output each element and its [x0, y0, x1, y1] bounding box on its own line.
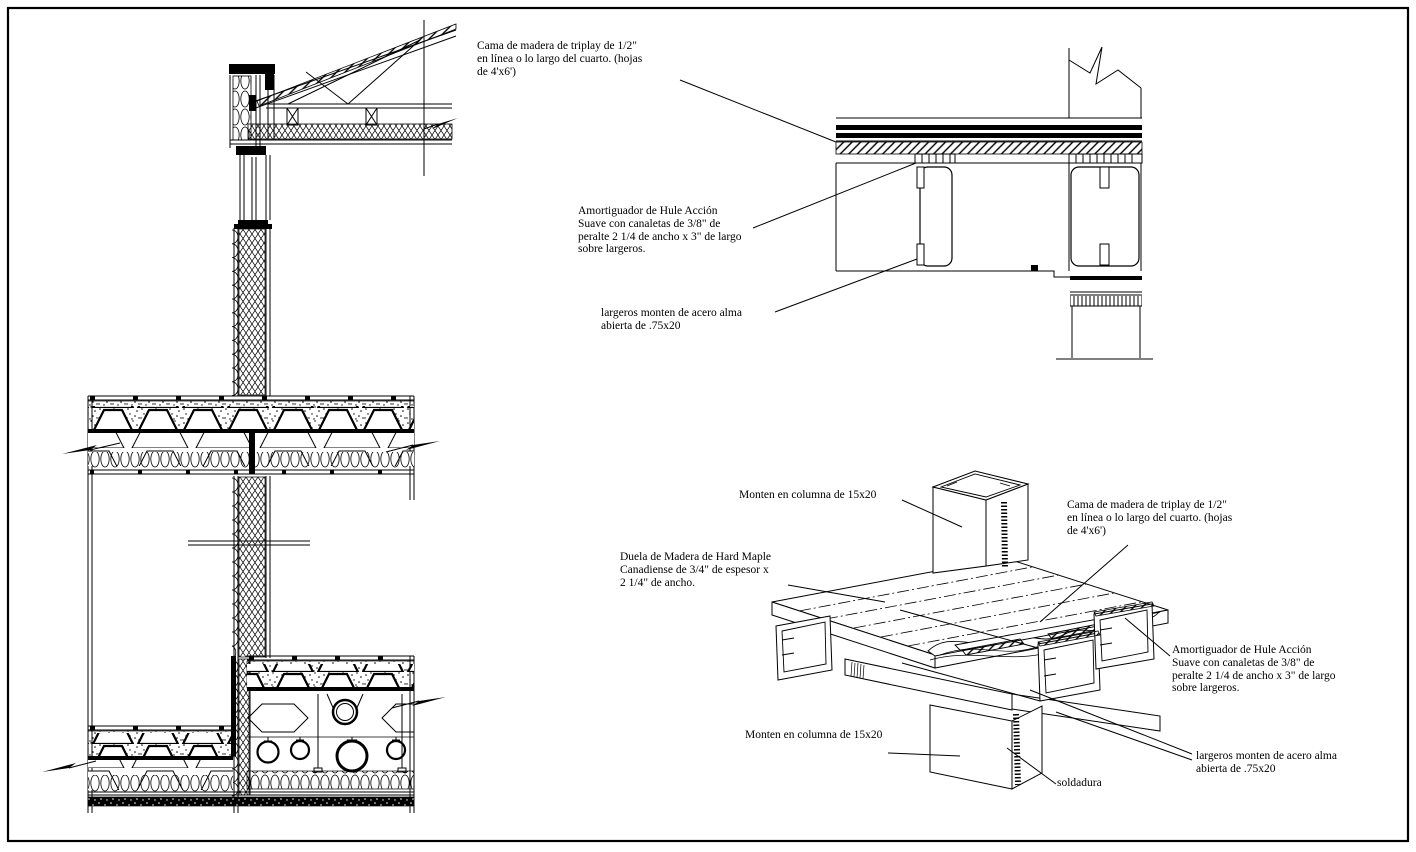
leader-lines — [679, 79, 1193, 785]
leader-line — [887, 752, 961, 757]
lower-left-floor-assembly — [42, 725, 234, 792]
floor-isometric-view — [771, 470, 1169, 790]
steel-joists-iso — [775, 601, 1161, 732]
plywood-bed-hatch — [835, 141, 1143, 155]
parapet-cap — [229, 64, 275, 74]
label-hardwood-plank: Duela de Madera de Hard Maple Canadiense… — [620, 551, 772, 589]
leader-line — [1006, 747, 1057, 785]
rubber-damper-strip — [914, 153, 1143, 164]
ceiling-insulation — [247, 123, 453, 140]
label-steel-joist-top: largeros monten de acero alma abierta de… — [601, 307, 742, 332]
label-rubber-damper-top: Amortiguador de Hule Acción Suave con ca… — [578, 205, 742, 256]
leader-line — [1029, 689, 1193, 755]
weld-stitch — [1013, 713, 1021, 786]
label-column-bottom: Monten en columna de 15x20 — [745, 729, 883, 741]
leader-line — [1124, 617, 1171, 657]
label-steel-joist-iso: largeros monten de acero alma abierta de… — [1196, 750, 1337, 775]
roof-shingle-band — [256, 23, 457, 107]
page-border — [6, 6, 1410, 843]
leader-line — [774, 258, 918, 313]
upper-column — [931, 470, 1030, 574]
ceiling-pipes — [256, 737, 407, 773]
label-plywood-bed-iso: Cama de madera de triplay de 1/2" en lín… — [1067, 499, 1233, 537]
label-plywood-bed-top: Cama de madera de triplay de 1/2" en lín… — [477, 40, 643, 78]
steel-joist-section — [916, 166, 953, 267]
insulated-wall-middle — [188, 476, 310, 660]
leader-line — [1039, 544, 1129, 623]
label-column-top: Monten en columna de 15x20 — [739, 489, 877, 501]
leader-line — [752, 162, 917, 229]
lower-right-floor-assembly — [246, 655, 446, 790]
weld-stitch — [1001, 501, 1008, 569]
ceiling-board-band — [87, 796, 415, 807]
lower-column — [929, 704, 1043, 790]
break-line — [1068, 46, 1142, 89]
window-section — [238, 155, 271, 229]
floor-edge-detail-view — [835, 46, 1153, 360]
mid-floor-assembly — [62, 395, 440, 475]
label-rubber-damper-iso: Amortiguador de Hule Acción Suave con ca… — [1172, 644, 1336, 695]
breakout-reveal — [927, 611, 1161, 661]
support-wall — [1056, 276, 1153, 360]
wall-section-view — [42, 20, 458, 813]
insulated-wall-upper — [231, 224, 272, 396]
leader-line — [1055, 711, 1193, 761]
leader-line — [679, 79, 837, 143]
leader-line — [787, 584, 886, 603]
leader-line — [901, 499, 963, 528]
label-weld: soldadura — [1057, 777, 1102, 789]
steel-joist-pair-section — [1070, 166, 1140, 267]
